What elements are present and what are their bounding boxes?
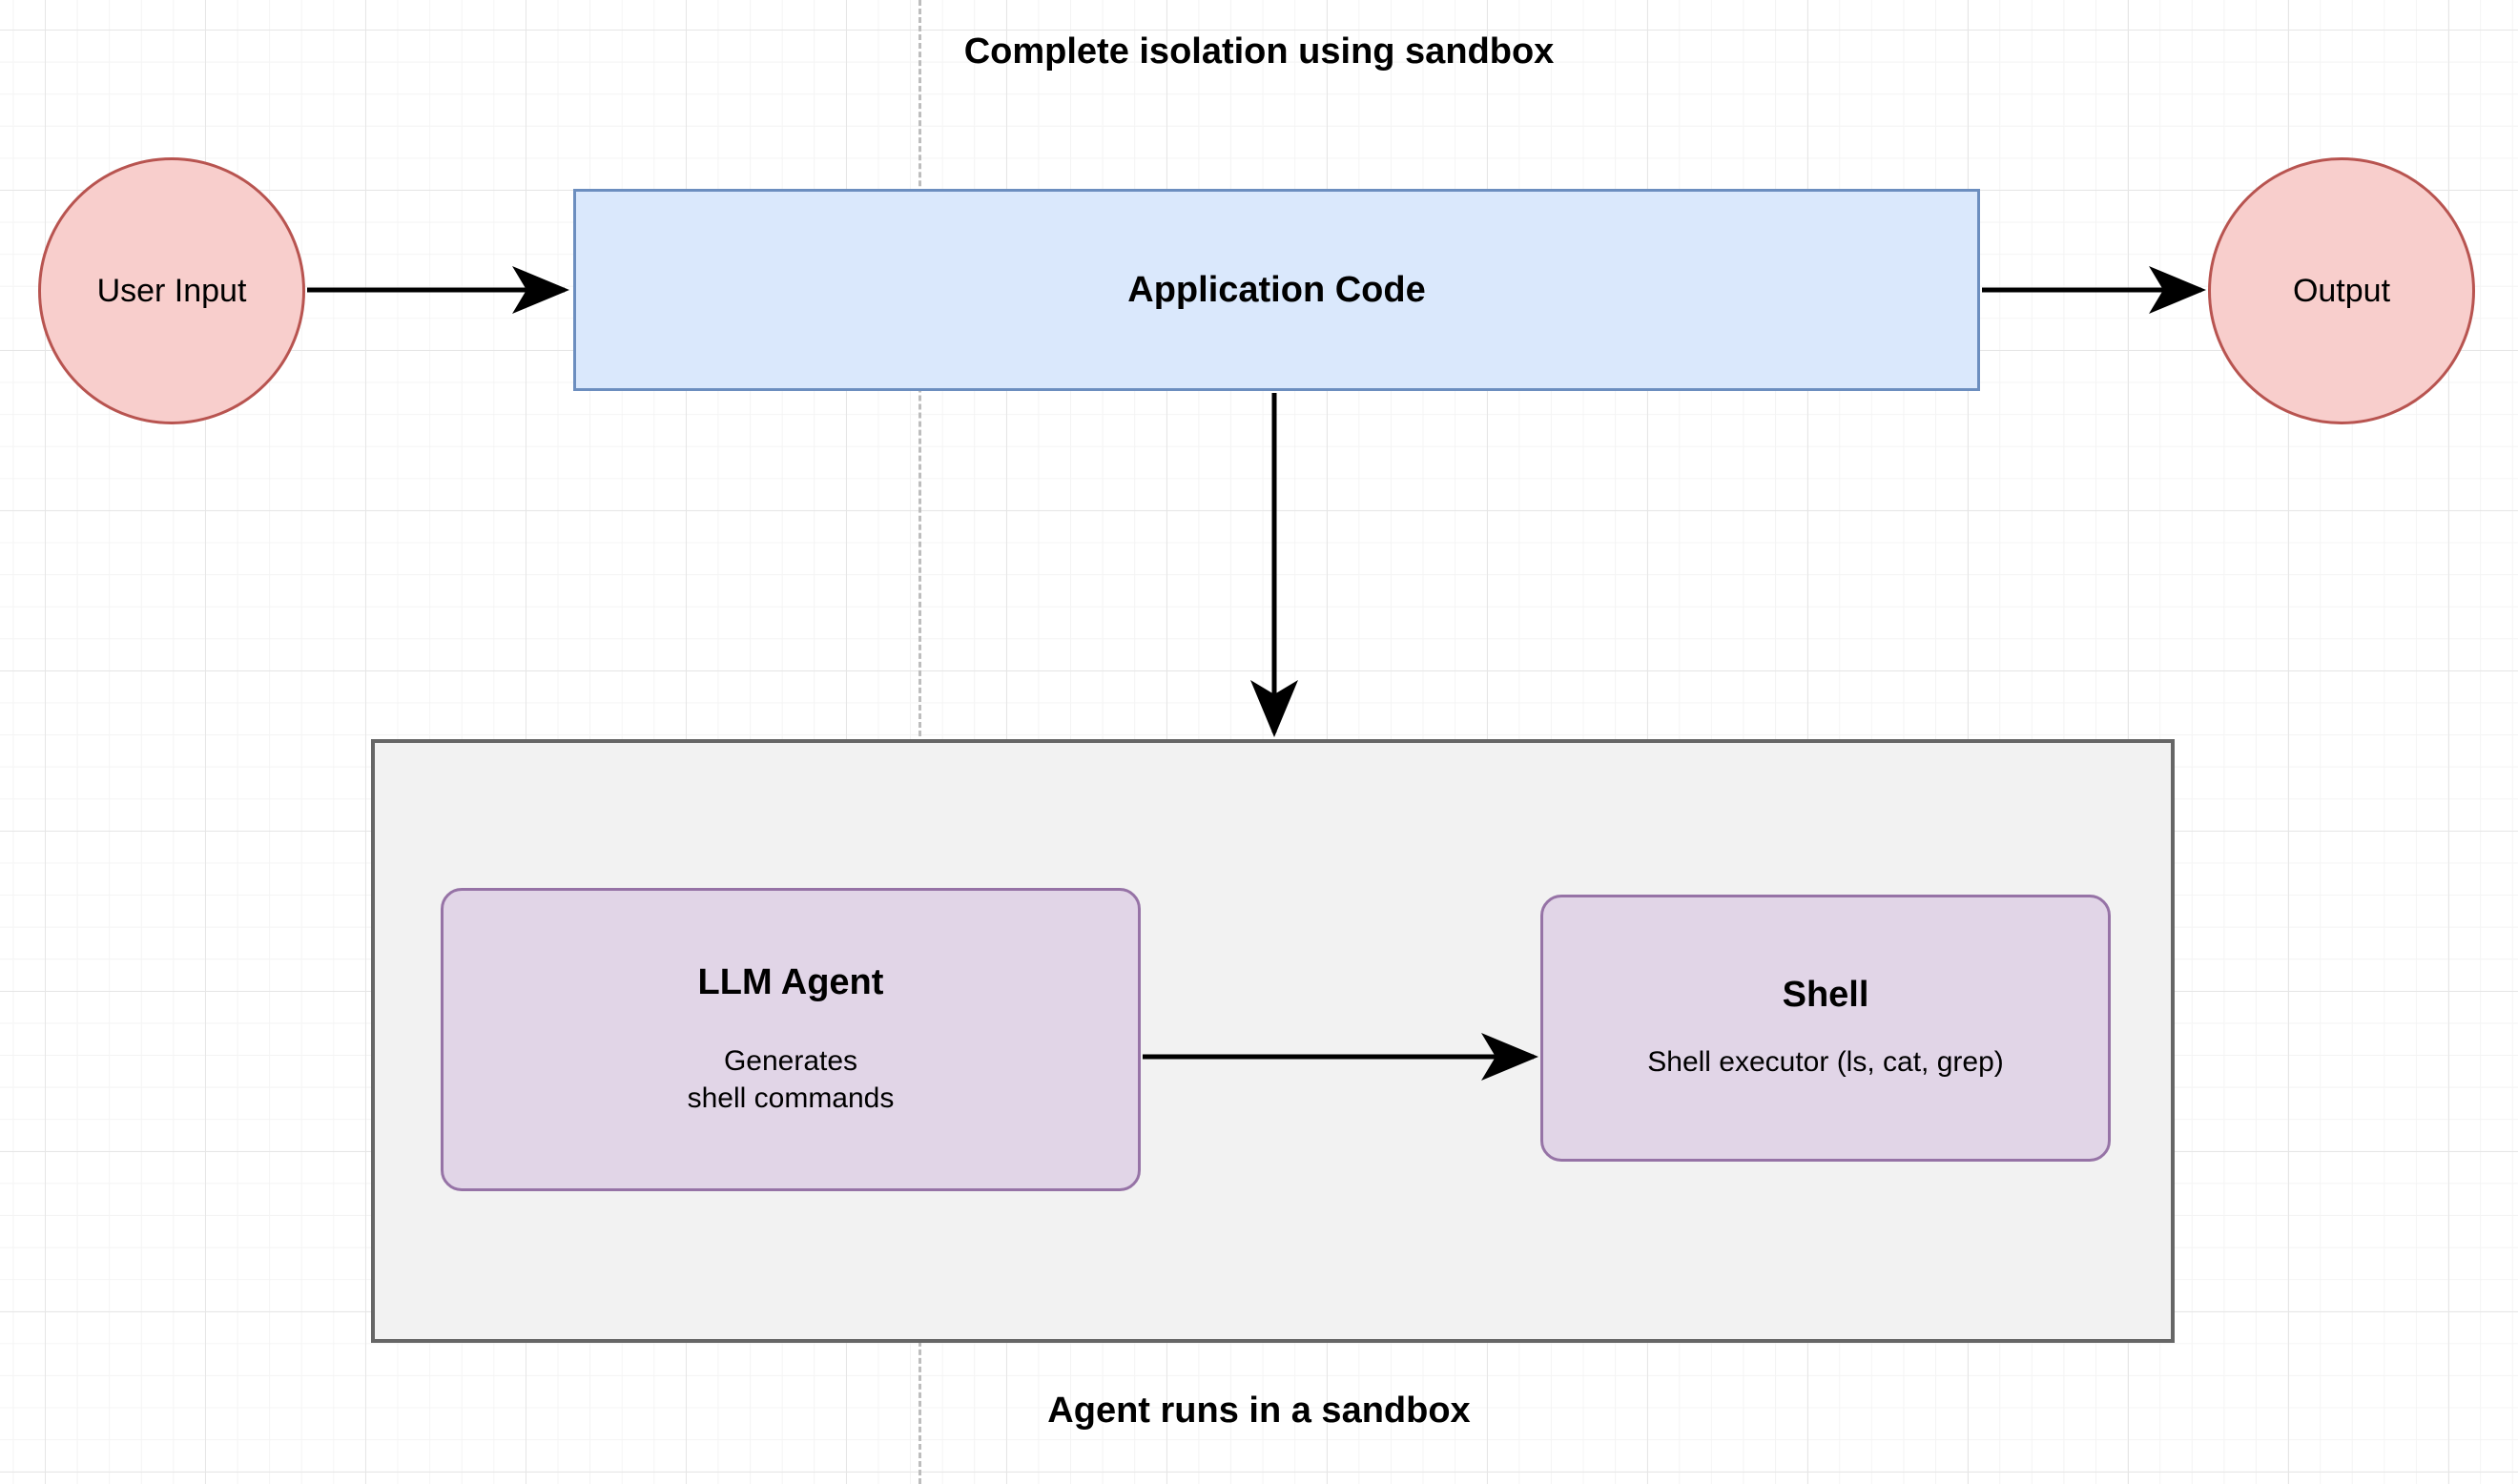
diagram-top-title: Complete isolation using sandbox [963,31,1555,72]
node-output[interactable]: Output [2208,157,2475,424]
node-application-code-label: Application Code [1127,269,1426,310]
node-llm-agent-subtitle: Generates shell commands [687,1045,895,1114]
node-llm-agent-title: LLM Agent [697,962,884,1003]
diagram-bottom-title: Agent runs in a sandbox [1047,1391,1471,1431]
node-llm-agent[interactable]: LLM Agent Generates shell commands [441,888,1141,1191]
node-shell-title: Shell [1782,975,1869,1016]
node-output-label: Output [2292,272,2391,309]
node-shell[interactable]: Shell Shell executor (ls, cat, grep) [1540,895,2111,1162]
node-shell-subtitle: Shell executor (ls, cat, grep) [1647,1046,2004,1079]
node-user-input-label: User Input [96,272,247,309]
node-application-code[interactable]: Application Code [573,189,1980,391]
node-user-input[interactable]: User Input [38,157,305,424]
